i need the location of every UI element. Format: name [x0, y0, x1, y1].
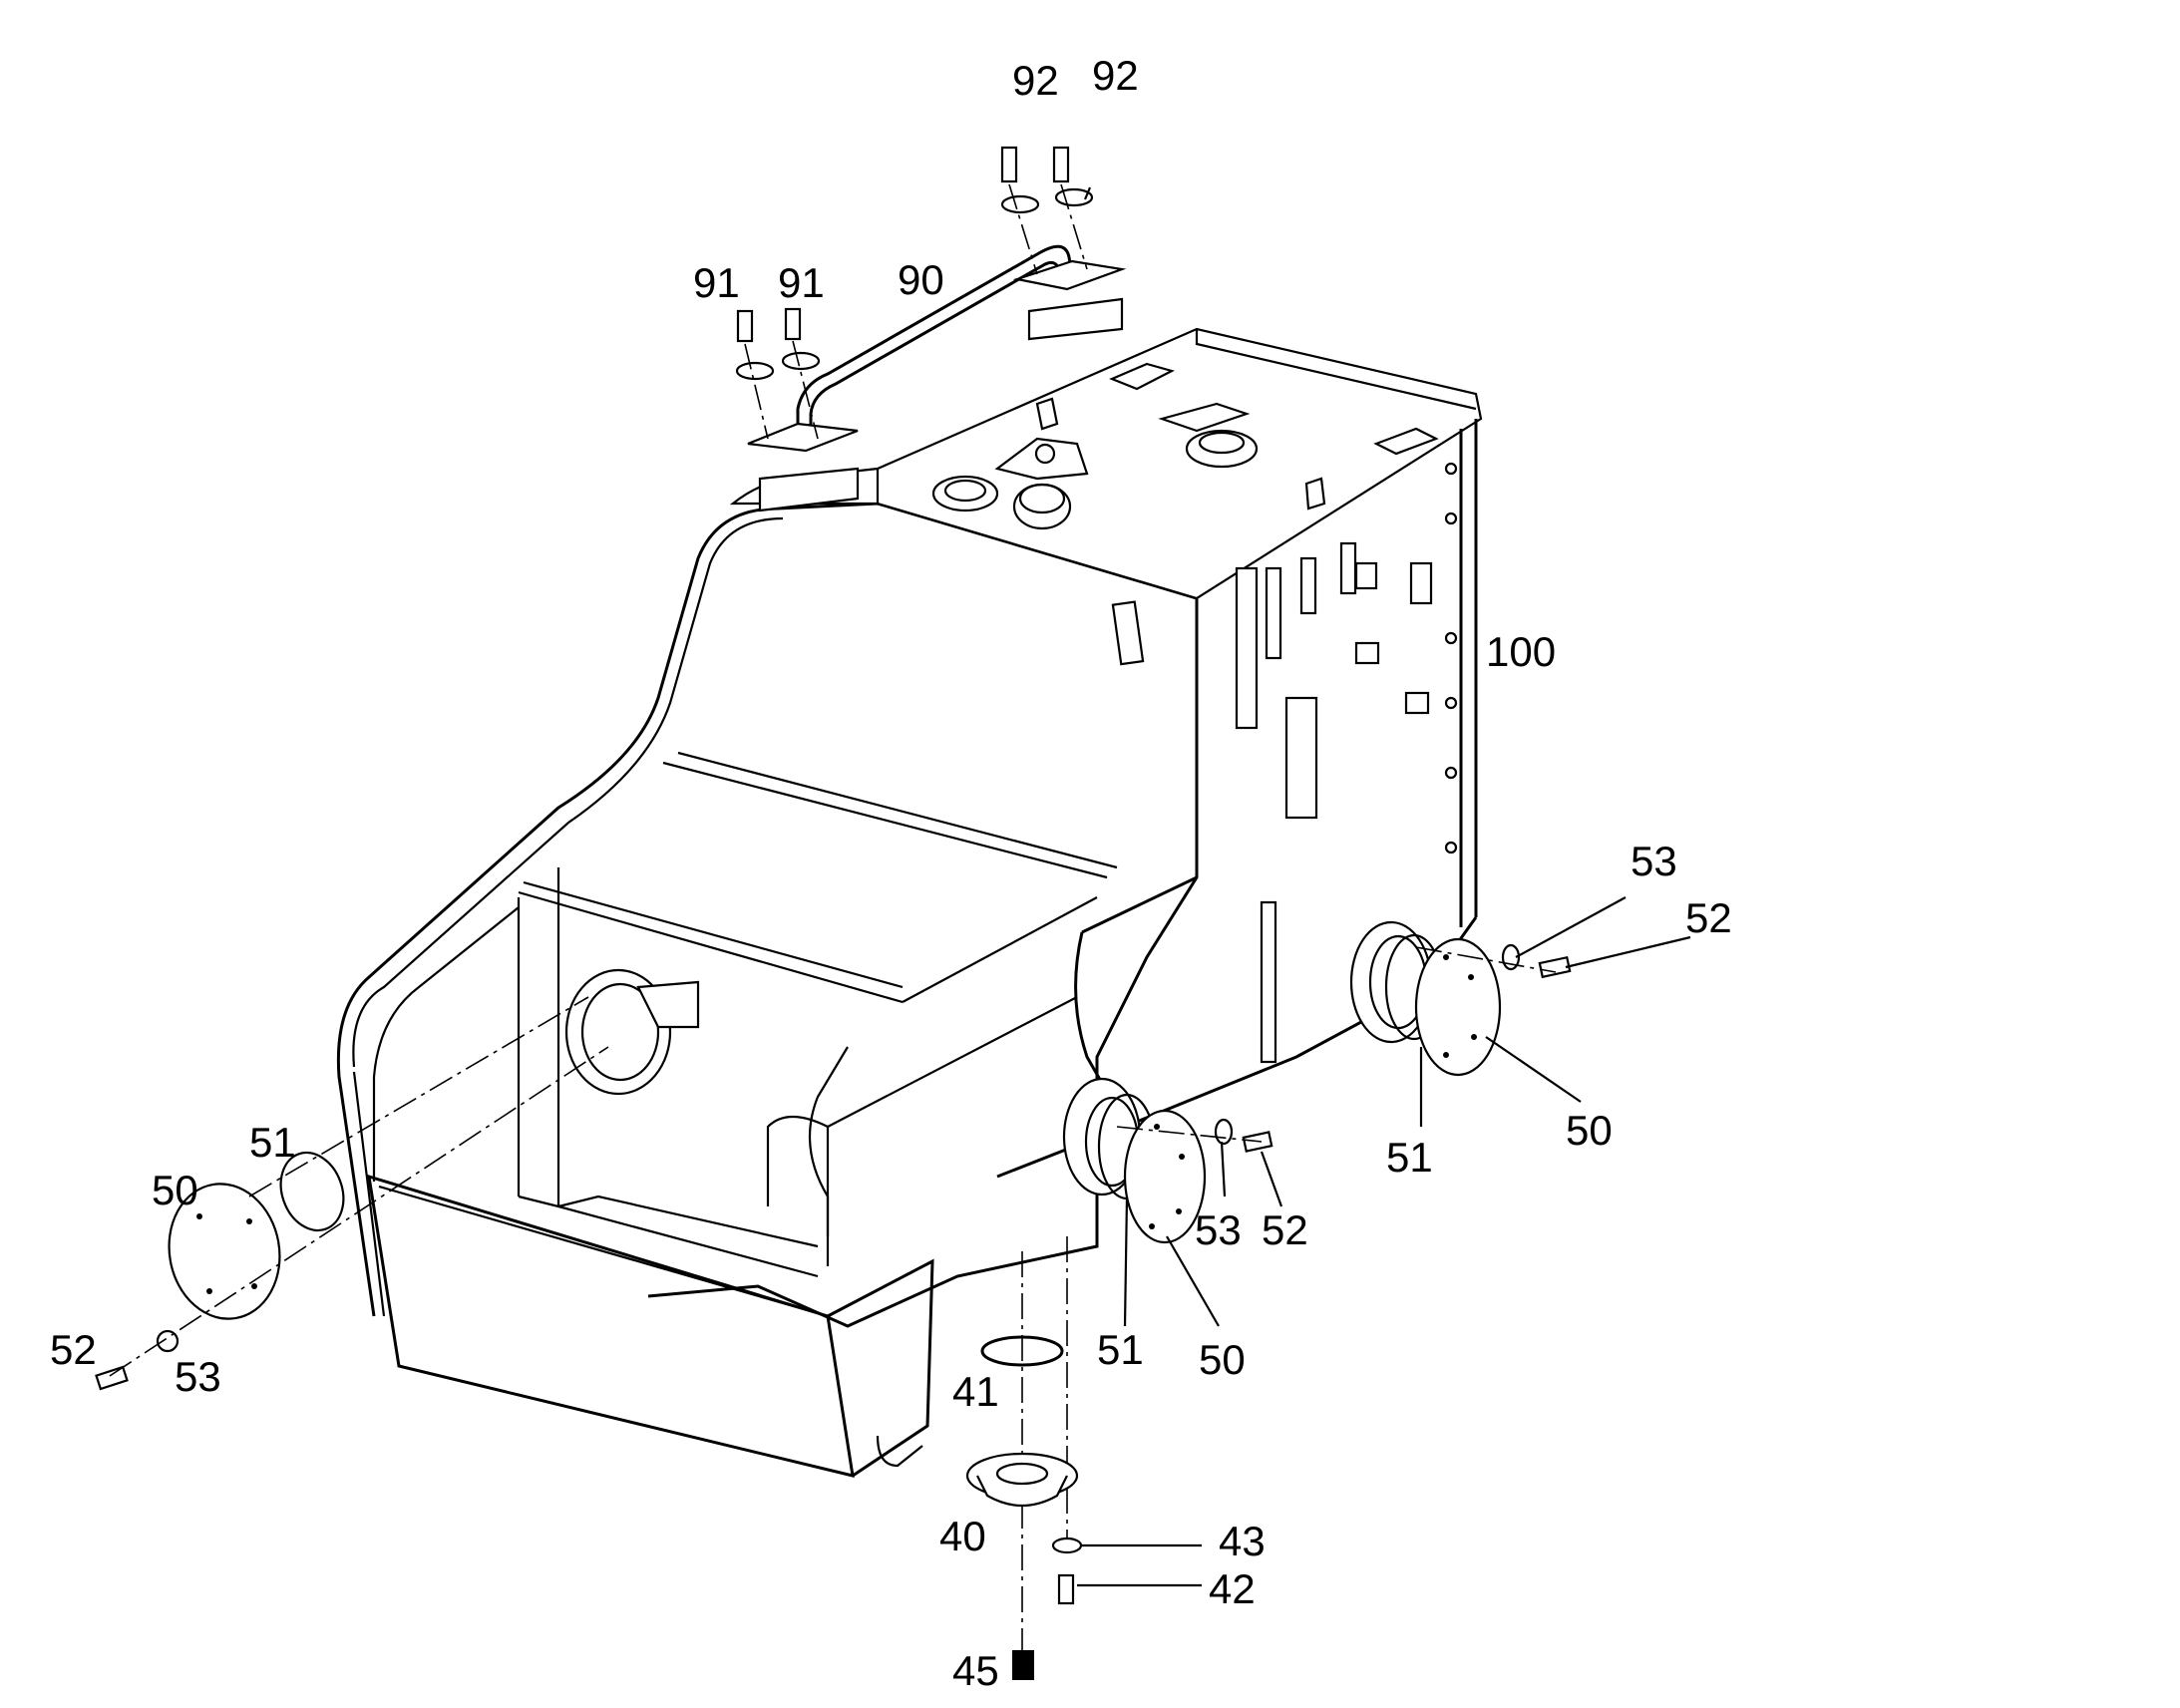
bolts-92	[1000, 146, 1094, 275]
callout-53: 53	[175, 1353, 221, 1400]
callout-92: 92	[1092, 52, 1139, 99]
callout-53: 53	[1195, 1206, 1242, 1253]
callout-50: 50	[1566, 1107, 1613, 1154]
callout-52: 52	[1685, 894, 1732, 941]
main-frame-body	[336, 327, 1483, 1478]
callout-91: 91	[693, 259, 740, 306]
callout-100: 100	[1486, 628, 1556, 675]
callout-51: 51	[1097, 1326, 1144, 1373]
leader-lines	[1077, 186, 1691, 1587]
callout-51: 51	[249, 1119, 296, 1166]
drain-assembly	[965, 1236, 1083, 1680]
callout-53: 53	[1631, 838, 1677, 884]
callout-40: 40	[939, 1513, 986, 1559]
callout-51: 51	[1386, 1134, 1433, 1181]
callout-52: 52	[1262, 1206, 1308, 1253]
callout-labels: 92 92 91 91 90 100 53 52 51 50 53 52 51 …	[50, 52, 1732, 1694]
callout-50: 50	[152, 1167, 198, 1213]
callout-42: 42	[1209, 1565, 1256, 1612]
callout-41: 41	[952, 1368, 999, 1415]
callout-91: 91	[778, 259, 825, 306]
callout-50: 50	[1199, 1336, 1246, 1383]
handrail	[747, 244, 1127, 512]
roof-fittings	[931, 362, 1439, 530]
bolts-91	[735, 307, 821, 440]
callout-43: 43	[1219, 1518, 1266, 1564]
callout-45: 45	[952, 1647, 999, 1694]
callout-52: 52	[50, 1326, 97, 1373]
cover-assembly-middle	[1062, 1077, 1273, 1244]
cover-assembly-left	[95, 968, 700, 1391]
cover-assembly-right	[1349, 920, 1572, 1077]
callout-90: 90	[898, 256, 944, 303]
callout-92: 92	[1012, 57, 1059, 104]
side-panel-details	[1111, 462, 1458, 1064]
